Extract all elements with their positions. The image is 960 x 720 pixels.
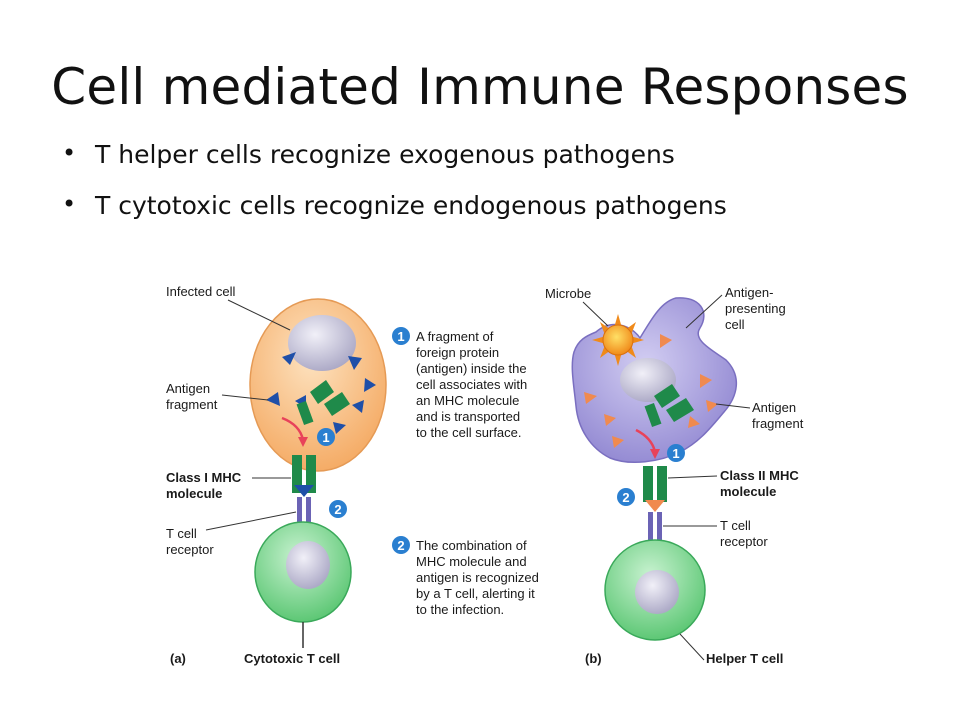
svg-text:2: 2 — [334, 502, 341, 517]
svg-text:1: 1 — [322, 430, 329, 445]
label-infected-cell: Infected cell — [166, 284, 235, 299]
svg-text:1: 1 — [397, 329, 404, 344]
label-mhc1-2: molecule — [166, 486, 222, 501]
svg-text:antigen is recognized: antigen is recognized — [416, 570, 539, 585]
slide-title: Cell mediated Immune Responses — [51, 58, 909, 116]
panel-a: 1 2 Infected cell Antigen fragment Class… — [166, 284, 387, 666]
svg-text:and is transported: and is transported — [416, 409, 520, 424]
t-cell-nucleus-a — [286, 541, 330, 589]
svg-text:cell associates with: cell associates with — [416, 377, 527, 392]
microbe — [592, 314, 644, 366]
label-tcr-a-2: receptor — [166, 542, 214, 557]
label-microbe: Microbe — [545, 286, 591, 301]
mhc-fragments-a — [296, 380, 350, 426]
svg-text:2: 2 — [622, 490, 629, 505]
label-antigen-b-1: Antigen — [752, 400, 796, 415]
label-apc-3: cell — [725, 317, 745, 332]
label-tcr-a-1: T cell — [166, 526, 197, 541]
mhc-class-2 — [643, 466, 653, 502]
label-antigen-a-1: Antigen — [166, 381, 210, 396]
svg-text:A fragment of: A fragment of — [416, 329, 494, 344]
label-helper-t-cell: Helper T cell — [706, 651, 783, 666]
label-apc-2: presenting — [725, 301, 786, 316]
svg-text:to the cell surface.: to the cell surface. — [416, 425, 522, 440]
t-cell-nucleus-b — [635, 570, 679, 614]
svg-text:1: 1 — [672, 446, 679, 461]
svg-text:by a T cell, alerting it: by a T cell, alerting it — [416, 586, 535, 601]
label-apc-1: Antigen- — [725, 285, 773, 300]
step-badge-2b: 2 — [617, 488, 635, 506]
svg-text:The combination of: The combination of — [416, 538, 527, 553]
label-tcr-b-1: T cell — [720, 518, 751, 533]
mhc-class-1 — [292, 455, 302, 493]
step-1-description: 1 A fragment of foreign protein (antigen… — [392, 327, 527, 440]
svg-text:(antigen) inside the: (antigen) inside the — [416, 361, 527, 376]
step-badge-2a: 2 — [329, 500, 347, 518]
label-antigen-a-2: fragment — [166, 397, 218, 412]
svg-text:to the infection.: to the infection. — [416, 602, 504, 617]
panel-a-letter: (a) — [170, 651, 186, 666]
step-badge-1a: 1 — [317, 428, 335, 446]
panel-b-letter: (b) — [585, 651, 602, 666]
infected-cell-nucleus — [288, 315, 356, 371]
svg-text:foreign protein: foreign protein — [416, 345, 499, 360]
tcr-a — [297, 497, 302, 527]
label-cytotoxic-t-cell: Cytotoxic T cell — [244, 651, 340, 666]
antigen-triangles-a — [266, 352, 376, 434]
bullet-item: T helper cells recognize exogenous patho… — [62, 139, 727, 169]
label-mhc2-1: Class II MHC — [720, 468, 799, 483]
label-mhc2-2: molecule — [720, 484, 776, 499]
svg-text:MHC molecule and: MHC molecule and — [416, 554, 527, 569]
bullet-list: T helper cells recognize exogenous patho… — [62, 139, 727, 242]
step-2-description: 2 The combination of MHC molecule and an… — [392, 536, 539, 617]
mhc-fragments-b — [644, 384, 694, 428]
label-antigen-b-2: fragment — [752, 416, 804, 431]
bullet-item: T cytotoxic cells recognize endogenous p… — [62, 190, 727, 220]
svg-text:2: 2 — [397, 538, 404, 553]
label-mhc1-1: Class I MHC — [166, 470, 242, 485]
step-badge-1b: 1 — [667, 444, 685, 462]
tcr-b — [648, 512, 653, 542]
antigen-triangles-b — [584, 334, 718, 448]
label-tcr-b-2: receptor — [720, 534, 768, 549]
svg-text:an MHC molecule: an MHC molecule — [416, 393, 519, 408]
panel-b: 1 2 Microbe Antigen- presenting cell Ant… — [545, 285, 804, 666]
